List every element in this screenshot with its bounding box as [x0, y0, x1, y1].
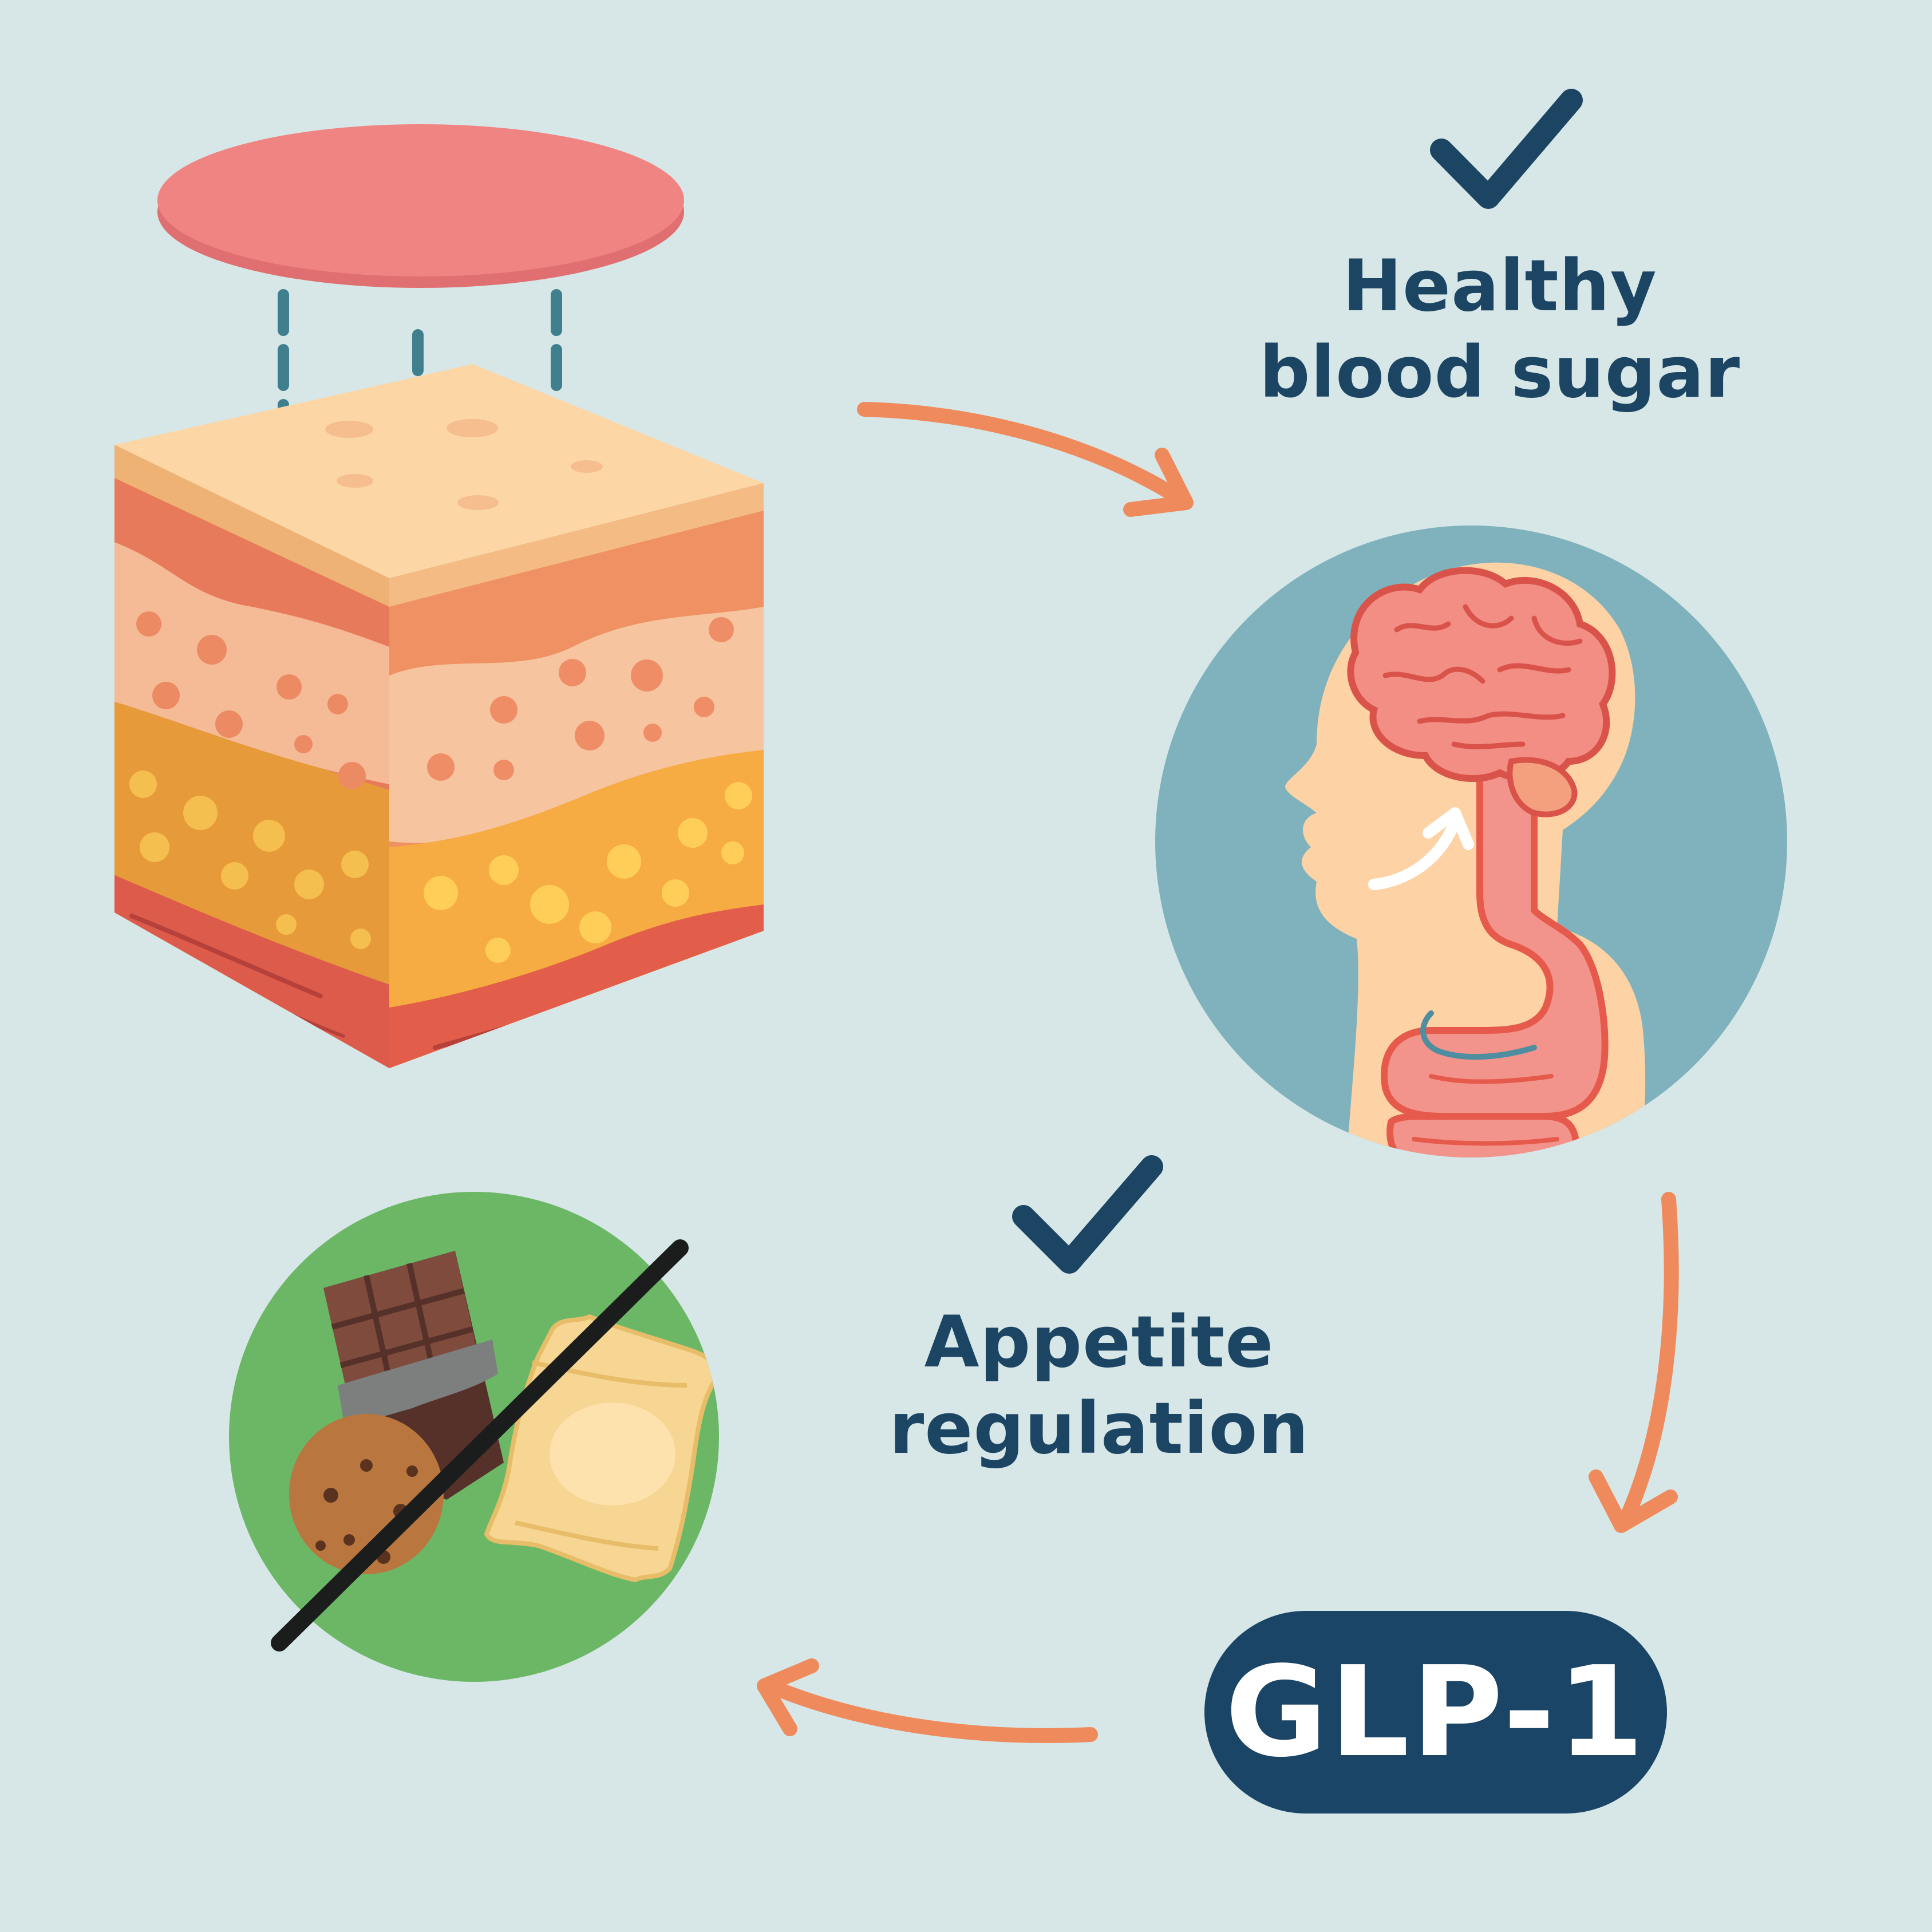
glp1-label: GLP-1 — [1225, 1639, 1646, 1785]
chocolate-bar-icon — [323, 1251, 504, 1500]
brain-gut-icon — [1155, 526, 1787, 1157]
healthy-blood-sugar-label: Healthy blood sugar — [1202, 243, 1797, 417]
skin-patch-icon — [157, 124, 684, 288]
glp1-badge: GLP-1 — [1204, 1611, 1667, 1814]
skin-layers-icon — [114, 364, 764, 1068]
checkmark-icon — [1430, 89, 1583, 209]
appetite-regulation-line1: Appetite — [924, 1301, 1274, 1384]
checkmark-icon — [1012, 1155, 1163, 1274]
crossed-out-sweets-icon — [229, 1192, 719, 1682]
appetite-regulation-line2: regulation — [889, 1388, 1309, 1471]
appetite-regulation-label: Appetite regulation — [819, 1299, 1380, 1473]
healthy-blood-sugar-line2: blood sugar — [1259, 331, 1741, 414]
curved-arrow-icon — [1589, 1192, 1679, 1533]
curved-arrow-icon — [757, 1658, 1098, 1743]
curved-arrow-icon — [857, 402, 1194, 517]
healthy-blood-sugar-line1: Healthy — [1342, 245, 1657, 327]
